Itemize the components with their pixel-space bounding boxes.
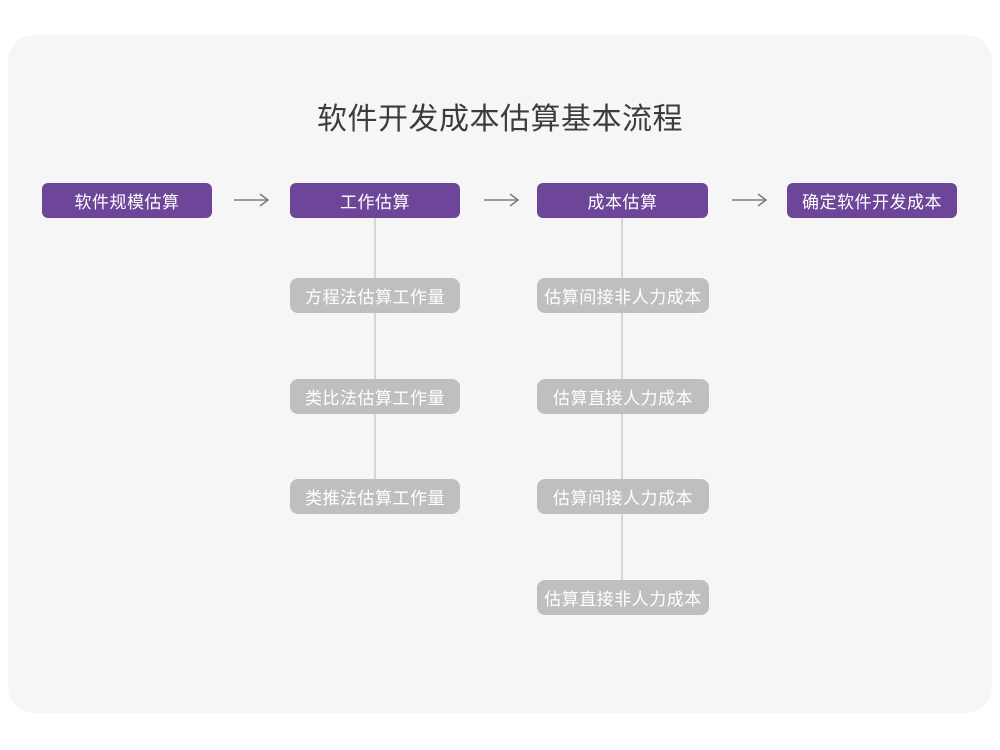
diagram-card xyxy=(8,35,992,713)
flow-node-label: 成本估算 xyxy=(587,193,658,212)
sub-node-label: 估算直接人力成本 xyxy=(553,389,693,408)
sub-node-equation-method: 方程法估算工作量 xyxy=(290,278,460,313)
flow-node-software-scale-estimation: 软件规模估算 xyxy=(42,183,212,218)
sub-node-label: 估算间接人力成本 xyxy=(553,489,693,508)
sub-node-label: 估算直接非人力成本 xyxy=(544,590,702,609)
flow-node-label: 确定软件开发成本 xyxy=(802,193,942,212)
flow-node-cost-estimation: 成本估算 xyxy=(537,183,708,218)
sub-node-indirect-non-labor-cost: 估算间接非人力成本 xyxy=(537,278,709,313)
right-arrow-icon xyxy=(233,192,271,208)
sub-node-label: 类比法估算工作量 xyxy=(305,389,445,408)
sub-node-direct-non-labor-cost: 估算直接非人力成本 xyxy=(537,580,709,615)
sub-node-extrapolation-method: 类推法估算工作量 xyxy=(290,479,460,514)
flow-node-label: 工作估算 xyxy=(340,193,410,212)
connector-line-work-estimation xyxy=(374,218,376,479)
flow-node-determine-software-dev-cost: 确定软件开发成本 xyxy=(787,183,957,218)
sub-node-analogy-method: 类比法估算工作量 xyxy=(290,379,460,414)
sub-node-label: 估算间接非人力成本 xyxy=(544,288,702,307)
sub-node-label: 方程法估算工作量 xyxy=(305,288,445,307)
right-arrow-icon xyxy=(483,192,521,208)
flow-node-work-estimation: 工作估算 xyxy=(290,183,460,218)
page-title: 软件开发成本估算基本流程 xyxy=(317,103,683,136)
sub-node-direct-labor-cost: 估算直接人力成本 xyxy=(537,379,709,414)
right-arrow-icon xyxy=(731,192,769,208)
sub-node-indirect-labor-cost: 估算间接人力成本 xyxy=(537,479,709,514)
flow-node-label: 软件规模估算 xyxy=(74,193,180,212)
sub-node-label: 类推法估算工作量 xyxy=(305,489,445,508)
